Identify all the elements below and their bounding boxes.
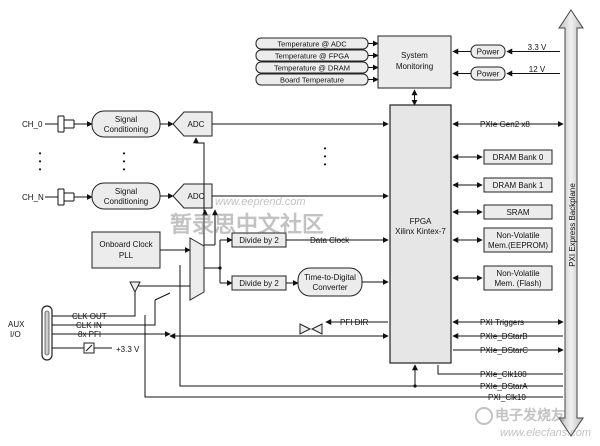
eeprom-label-2: Mem.(EEPROM)	[488, 241, 548, 250]
analog-channels: CH_0 Signal Conditioning ADC • • • • • •…	[22, 110, 389, 246]
flash-label-2: Mem. (Flash)	[494, 279, 541, 288]
power-label-2: Power	[477, 70, 500, 79]
pxi-express-backplane: PXI Express Backplane	[558, 9, 584, 437]
divide-by-2-top-label: Divide by 2	[239, 236, 279, 245]
clock-mux-symbol	[189, 237, 205, 301]
power-section: Power Power 3.3 V 12 V	[452, 43, 560, 81]
watermarks: 暂录思中文社区 www.eeprend.com 电子发烧友 www.elecfa…	[170, 196, 591, 439]
channel-n-label: CH_N	[22, 193, 44, 202]
bus-clk10-label: PXI_Clk10	[488, 393, 526, 402]
fpga-label: FPGA	[410, 217, 432, 226]
signal-conditioning-n-label-1: Signal	[115, 187, 137, 196]
temperature-sensors: Temperature @ ADC Temperature @ FPGA Tem…	[255, 37, 379, 86]
system-monitoring-label-2: Monitoring	[396, 62, 433, 71]
clocking-section: Onboard Clock PLL Divide by 2 Data Clock…	[91, 209, 389, 301]
eeprom-label-1: Non-Volatile	[496, 231, 540, 240]
voltage-3v3: 3.3 V	[528, 43, 547, 52]
watermark-cn: 暂录思中文社区	[170, 212, 324, 237]
vertical-dots-1: •	[39, 149, 42, 158]
pfi-buffer-left-icon	[310, 323, 323, 335]
connector-ch0-icon	[57, 115, 75, 133]
bus-gen2-label: PXIe Gen2 x8	[480, 120, 530, 129]
system-monitoring-label-1: System	[401, 51, 428, 60]
flash-box	[483, 265, 553, 291]
tdc-label-2: Converter	[312, 283, 347, 292]
backplane-label: PXI Express Backplane	[568, 183, 577, 267]
adc-n-label: ADC	[188, 192, 205, 201]
watermark-logo-icon	[475, 407, 493, 425]
vertical-dots-9: •	[324, 160, 327, 169]
onboard-clock-pll-label-1: Onboard Clock	[99, 240, 153, 249]
dram-bank-1-label: DRAM Bank 1	[493, 181, 544, 190]
divide-by-2-bottom-label: Divide by 2	[239, 279, 279, 288]
data-clock-label: Data Clock	[310, 236, 350, 245]
bus-dstarc-label: PXIe_DStarC	[480, 346, 528, 355]
board-temp-label: Board Temperature	[280, 76, 344, 85]
vertical-dots-4: •	[123, 149, 126, 158]
flash-label-1: Non-Volatile	[496, 269, 540, 278]
bus-lines: PXIe Gen2 x8 PXI Triggers PXIe_DStarB PX…	[144, 120, 564, 402]
bus-triggers-label: PXI Triggers	[480, 318, 524, 327]
pfi-section: PFI DIR	[169, 318, 389, 339]
watermark-url2: www.eeprend.com	[215, 196, 306, 208]
voltage-12v: 12 V	[529, 65, 546, 74]
watermark-brand: 电子发烧友	[495, 407, 565, 423]
aux-label-2: I/O	[10, 330, 21, 339]
signal-conditioning-n-label-2: Conditioning	[104, 197, 148, 206]
sram-box	[483, 204, 553, 220]
vertical-dots-5: •	[123, 157, 126, 166]
vertical-dots-7: •	[324, 144, 327, 153]
aux-label-1: AUX	[8, 320, 25, 329]
vertical-dots-6: •	[123, 165, 126, 174]
adc-0-label: ADC	[188, 120, 205, 129]
vertical-dots-2: •	[39, 157, 42, 166]
aux-io-section: AUX I/O CLK OUT CLK IN 8x PFI +3.3 V	[8, 292, 171, 361]
bus-dstarb-label: PXIe_DStarB	[480, 332, 528, 341]
dram-bank-1-box	[483, 177, 553, 193]
bus-dstara-label: PXIe_DStarA	[480, 382, 528, 391]
onboard-clock-pll-box	[91, 231, 161, 269]
memory-blocks: DRAM Bank 0 DRAM Bank 1 SRAM Non-Volatil…	[452, 149, 553, 291]
signal-conditioning-0-label-1: Signal	[115, 115, 137, 124]
pfi-buffer-right-icon	[299, 323, 312, 335]
clk-buffer-icon	[129, 281, 141, 294]
power-label-1: Power	[477, 48, 500, 57]
temp-dram-label: Temperature @ DRAM	[274, 64, 350, 73]
aux-3v3-label: +3.3 V	[116, 345, 140, 354]
dram-bank-0-label: DRAM Bank 0	[493, 153, 544, 162]
temp-fpga-label: Temperature @ FPGA	[275, 52, 349, 61]
vertical-dots-8: •	[324, 152, 327, 161]
temp-adc-label: Temperature @ ADC	[277, 40, 347, 49]
fpga-part-label: Xilinx Kintex-7	[395, 227, 446, 236]
channel-0-label: CH_0	[22, 120, 43, 129]
sram-label: SRAM	[506, 208, 529, 217]
dram-bank-0-box	[483, 149, 553, 165]
vertical-dots-3: •	[39, 165, 42, 174]
onboard-clock-pll-label-2: PLL	[119, 251, 134, 260]
eeprom-box	[483, 227, 553, 253]
fpga-box	[389, 104, 452, 364]
tdc-label-1: Time-to-Digital	[304, 273, 356, 282]
bus-clk100-label: PXIe_Clk100	[480, 370, 527, 379]
signal-conditioning-0-label-2: Conditioning	[104, 125, 148, 134]
watermark-url: www.elecfans.com	[500, 427, 591, 439]
system-monitoring-box	[377, 35, 452, 89]
connector-chn-icon	[57, 188, 75, 206]
